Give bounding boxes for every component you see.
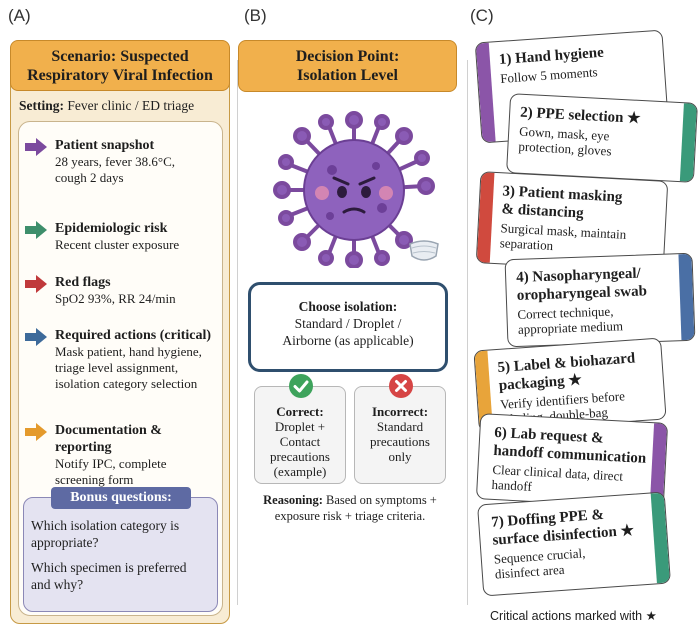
decision-title-line2: Isolation Level [297, 67, 398, 84]
arrow-icon [25, 221, 47, 239]
panel-label-c: (C) [470, 6, 494, 25]
scenario-item-text: isolation category selection [55, 376, 198, 391]
scenario-item-text: SpO2 93%, RR 24/min [55, 291, 176, 306]
correct-option-title: Correct: [276, 404, 324, 419]
correct-option-text: (example) [273, 464, 327, 479]
step-color-stripe [678, 253, 695, 341]
panel-label-a: (A) [8, 6, 31, 25]
scenario-item-title: Patient snapshot [55, 138, 155, 153]
scenario-item-title: Required actions (critical) [55, 328, 212, 343]
bonus-title: Bonus questions: [51, 487, 191, 509]
divider [467, 60, 468, 605]
decision-title-line1: Decision Point: [295, 48, 400, 65]
incorrect-option-text: only [388, 449, 412, 464]
scenario-item-text: 28 years, fever 38.6°C, [55, 154, 175, 169]
scenario-item: Required actions (critical)Mask patient,… [25, 327, 221, 392]
setting-value: Fever clinic / ED triage [67, 98, 195, 113]
choose-isolation-option: Airborne (as applicable) [282, 333, 414, 348]
setting-label: Setting: [19, 98, 64, 113]
incorrect-option-text: Standard [376, 419, 424, 434]
scenario-item-title: Documentation & reporting [55, 423, 162, 455]
scenario-title-line1: Scenario: Suspected [51, 47, 189, 65]
arrow-icon [25, 423, 47, 441]
scenario-item-text: screening form [55, 472, 134, 487]
face-mask-icon [409, 240, 439, 261]
correct-option-text: Contact [279, 434, 321, 449]
step-color-stripe [475, 42, 496, 143]
scenario-item-text: Mask patient, hand hygiene, [55, 344, 202, 359]
workflow-step-card: 7) Doffing PPE &surface disinfection ★Se… [477, 491, 671, 597]
correct-option-text: precautions [270, 449, 330, 464]
correct-option-card: Correct: Droplet + Contact precautions (… [254, 374, 346, 484]
step-color-stripe [476, 172, 495, 263]
scenario-item-title: Red flags [55, 275, 111, 290]
scenario-item-text: cough 2 days [55, 170, 124, 185]
scenario-item-text: triage level assignment, [55, 360, 179, 375]
arrow-icon [25, 275, 47, 293]
choose-isolation-box: Choose isolation: Standard / Droplet / A… [248, 282, 448, 372]
step-color-stripe [650, 492, 670, 584]
reasoning-text: Reasoning: Based on symptoms +exposure r… [263, 493, 437, 523]
scenario-item-title: Epidemiologic risk [55, 221, 168, 236]
arrow-icon [25, 328, 47, 346]
choose-isolation-title: Choose isolation: [298, 299, 398, 314]
critical-actions-footnote: Critical actions marked with ★ [490, 609, 657, 623]
incorrect-option-text: precautions [370, 434, 430, 449]
decision-point-title: Decision Point: Isolation Level [238, 40, 457, 92]
divider [237, 60, 238, 605]
reasoning-label: Reasoning: [263, 493, 323, 507]
scenario-item-text: Recent cluster exposure [55, 237, 180, 252]
step-color-stripe [679, 103, 697, 182]
incorrect-option-title: Incorrect: [371, 404, 429, 419]
check-icon [289, 374, 313, 398]
virus-illustration [273, 111, 439, 268]
setting-line: Setting: Fever clinic / ED triage [19, 98, 194, 114]
step-description: appropriate medium [517, 318, 624, 337]
correct-option-text: Droplet + [274, 419, 326, 434]
bonus-questions-box: Bonus questions: Which isolation categor… [23, 487, 218, 612]
incorrect-option-card: Incorrect: Standard precautions only [354, 374, 446, 484]
step-title: oropharyngeal swab [516, 283, 648, 304]
arrow-icon [25, 138, 47, 156]
scenario-item-text: Notify IPC, complete [55, 456, 167, 471]
panel-label-b: (B) [244, 6, 267, 25]
x-icon [389, 374, 413, 398]
scenario-title-line2: Respiratory Viral Infection [27, 66, 213, 84]
choose-isolation-option: Standard / Droplet / [294, 316, 402, 331]
